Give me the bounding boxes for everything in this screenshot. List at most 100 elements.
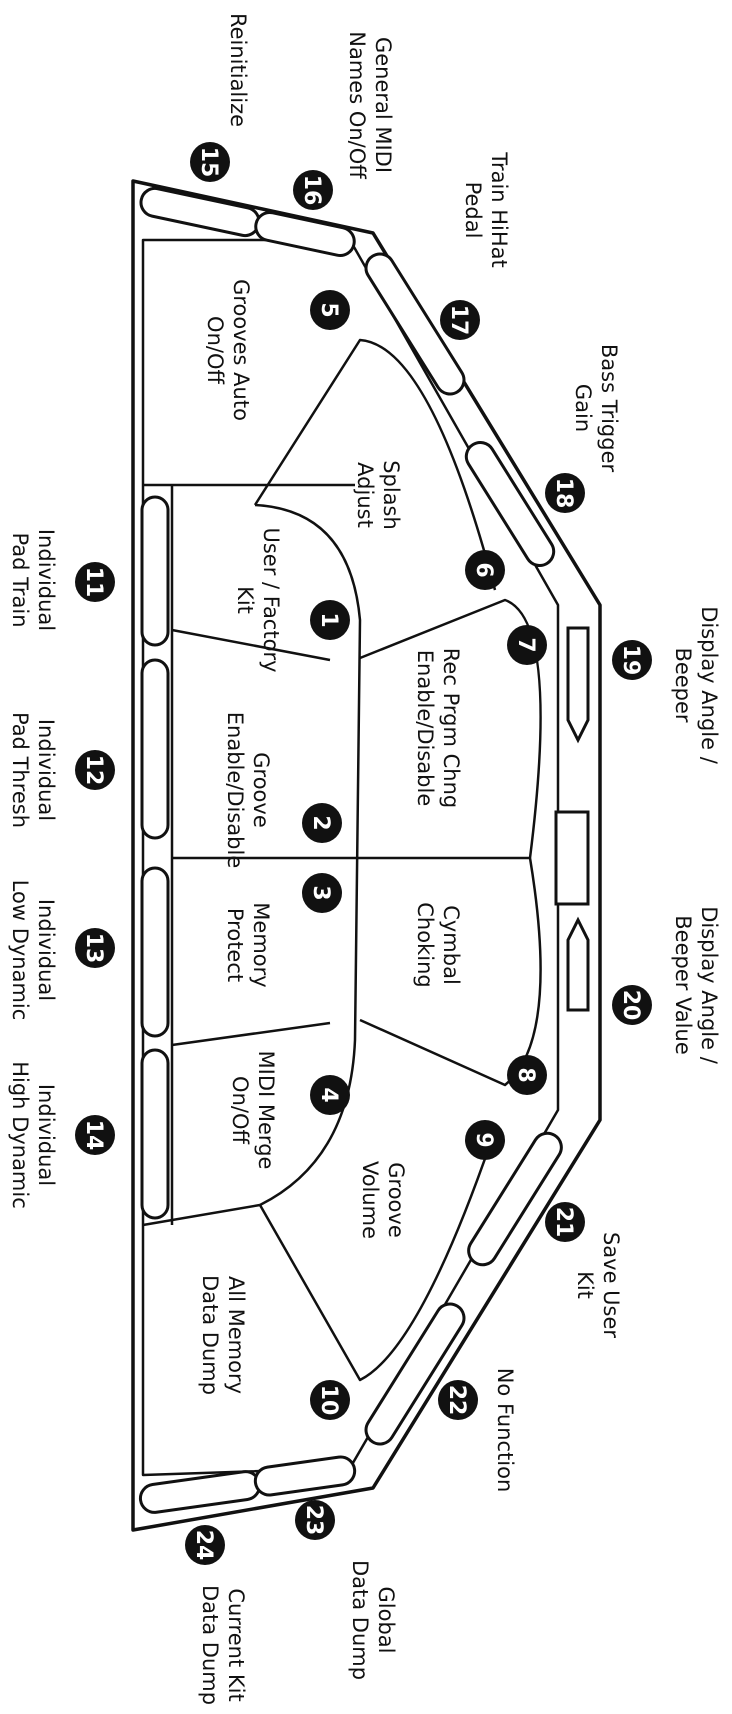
- svg-text:12: 12: [81, 755, 106, 786]
- badge-19: 19: [612, 640, 652, 680]
- badge-24: 24: [185, 1525, 225, 1565]
- svg-text:Data Dump: Data Dump: [198, 1585, 222, 1705]
- svg-text:16: 16: [299, 175, 324, 206]
- svg-text:No Function: No Function: [493, 1368, 517, 1493]
- pad-pill: [140, 866, 170, 1038]
- label-1: User / Factory Kit: [233, 527, 283, 672]
- label-15: Reinitialize: [226, 13, 250, 127]
- svg-text:24: 24: [191, 1530, 216, 1561]
- svg-text:8: 8: [513, 1067, 538, 1082]
- pad-pill: [566, 916, 590, 1012]
- divider-line: [171, 1021, 331, 1047]
- svg-text:Reinitialize: Reinitialize: [226, 13, 250, 127]
- label-12: Individual Pad Thresh: [8, 712, 58, 828]
- svg-text:Beeper Value: Beeper Value: [671, 915, 695, 1054]
- svg-text:Protect: Protect: [223, 908, 247, 982]
- svg-text:User / Factory: User / Factory: [259, 527, 283, 672]
- svg-text:Grooves Auto: Grooves Auto: [229, 279, 253, 421]
- svg-text:Enable/Disable: Enable/Disable: [223, 712, 247, 869]
- badge-3: 3: [302, 873, 342, 913]
- svg-text:13: 13: [81, 933, 106, 964]
- label-7: Rec Prgm Chng Enable/Disable: [413, 648, 463, 808]
- badge-6: 6: [465, 550, 505, 590]
- badge-22: 22: [438, 1380, 478, 1420]
- svg-text:Data Dump: Data Dump: [198, 1275, 222, 1395]
- svg-text:Pad Thresh: Pad Thresh: [8, 712, 32, 828]
- svg-text:Train HiHat: Train HiHat: [487, 151, 511, 268]
- svg-text:5: 5: [316, 302, 341, 317]
- label-19: Display Angle / Beeper: [671, 606, 721, 765]
- svg-text:Gain: Gain: [571, 384, 595, 432]
- badge-8: 8: [507, 1055, 547, 1095]
- divider-line: [253, 338, 497, 591]
- svg-text:Bass Trigger: Bass Trigger: [597, 344, 621, 473]
- label-6: Splash Adjust: [353, 460, 403, 530]
- svg-text:9: 9: [471, 1132, 496, 1147]
- svg-text:Choking: Choking: [413, 902, 437, 987]
- label-10: All Memory Data Dump: [198, 1275, 248, 1395]
- badge-10: 10: [310, 1380, 350, 1420]
- badge-23: 23: [295, 1500, 335, 1540]
- svg-text:Display Angle /: Display Angle /: [697, 906, 721, 1065]
- svg-text:23: 23: [301, 1505, 326, 1536]
- svg-text:4: 4: [316, 1087, 341, 1102]
- svg-text:21: 21: [551, 1207, 576, 1238]
- svg-text:20: 20: [618, 990, 643, 1021]
- label-2: Groove Enable/Disable: [223, 712, 273, 869]
- divider-line: [142, 1203, 261, 1227]
- svg-text:14: 14: [81, 1120, 106, 1151]
- svg-text:Data Dump: Data Dump: [348, 1560, 372, 1680]
- badge-20: 20: [612, 985, 652, 1025]
- svg-text:15: 15: [196, 147, 221, 178]
- badge-17: 17: [440, 300, 480, 340]
- badge-21: 21: [545, 1202, 585, 1242]
- svg-text:Enable/Disable: Enable/Disable: [413, 650, 437, 807]
- badge-1: 1: [310, 600, 350, 640]
- svg-text:10: 10: [316, 1385, 341, 1416]
- svg-text:Volume: Volume: [358, 1161, 382, 1239]
- svg-text:Kit: Kit: [573, 1271, 597, 1299]
- label-17: Train HiHat Pedal: [461, 151, 511, 268]
- label-4: MIDI Merge On/Off: [228, 1051, 278, 1170]
- svg-text:Memory: Memory: [249, 902, 273, 987]
- svg-text:7: 7: [513, 637, 538, 652]
- badge-11: 11: [75, 562, 115, 602]
- svg-text:Save User: Save User: [599, 1232, 623, 1338]
- svg-text:Individual: Individual: [34, 1084, 58, 1186]
- svg-text:Current Kit: Current Kit: [224, 1588, 248, 1701]
- svg-text:Kit: Kit: [233, 586, 257, 614]
- svg-text:Low Dynamic: Low Dynamic: [8, 880, 32, 1021]
- badge-15: 15: [190, 142, 230, 182]
- svg-text:3: 3: [308, 885, 333, 900]
- svg-text:2: 2: [308, 815, 333, 830]
- svg-text:MIDI Merge: MIDI Merge: [254, 1051, 278, 1170]
- pad-pill: [140, 495, 170, 647]
- label-9: Groove Volume: [358, 1161, 408, 1239]
- pad-housing-outline: [131, 179, 602, 1532]
- svg-text:Individual: Individual: [34, 719, 58, 821]
- svg-text:Pedal: Pedal: [461, 182, 485, 239]
- label-5: Grooves Auto On/Off: [203, 279, 253, 421]
- svg-text:Names On/Off: Names On/Off: [345, 31, 369, 179]
- svg-text:Splash: Splash: [379, 460, 403, 530]
- svg-text:Cymbal: Cymbal: [439, 905, 463, 985]
- divider-line: [171, 628, 331, 662]
- badge-18: 18: [545, 473, 585, 513]
- label-14: Individual High Dynamic: [8, 1061, 58, 1209]
- svg-text:High Dynamic: High Dynamic: [8, 1061, 32, 1209]
- badge-4: 4: [310, 1075, 350, 1115]
- svg-text:1: 1: [316, 612, 341, 627]
- svg-text:Adjust: Adjust: [353, 462, 377, 528]
- label-21: Save User Kit: [573, 1232, 623, 1338]
- badge-16: 16: [293, 170, 333, 210]
- svg-text:11: 11: [81, 567, 106, 598]
- svg-text:Pad Train: Pad Train: [8, 533, 32, 628]
- badge-12: 12: [75, 750, 115, 790]
- pad-pill: [364, 252, 466, 396]
- svg-text:General MIDI: General MIDI: [371, 37, 395, 173]
- pad-pill: [467, 1131, 563, 1267]
- label-20: Display Angle / Beeper Value: [671, 906, 721, 1065]
- label-22: No Function: [493, 1368, 517, 1493]
- label-8: Cymbal Choking: [413, 902, 463, 987]
